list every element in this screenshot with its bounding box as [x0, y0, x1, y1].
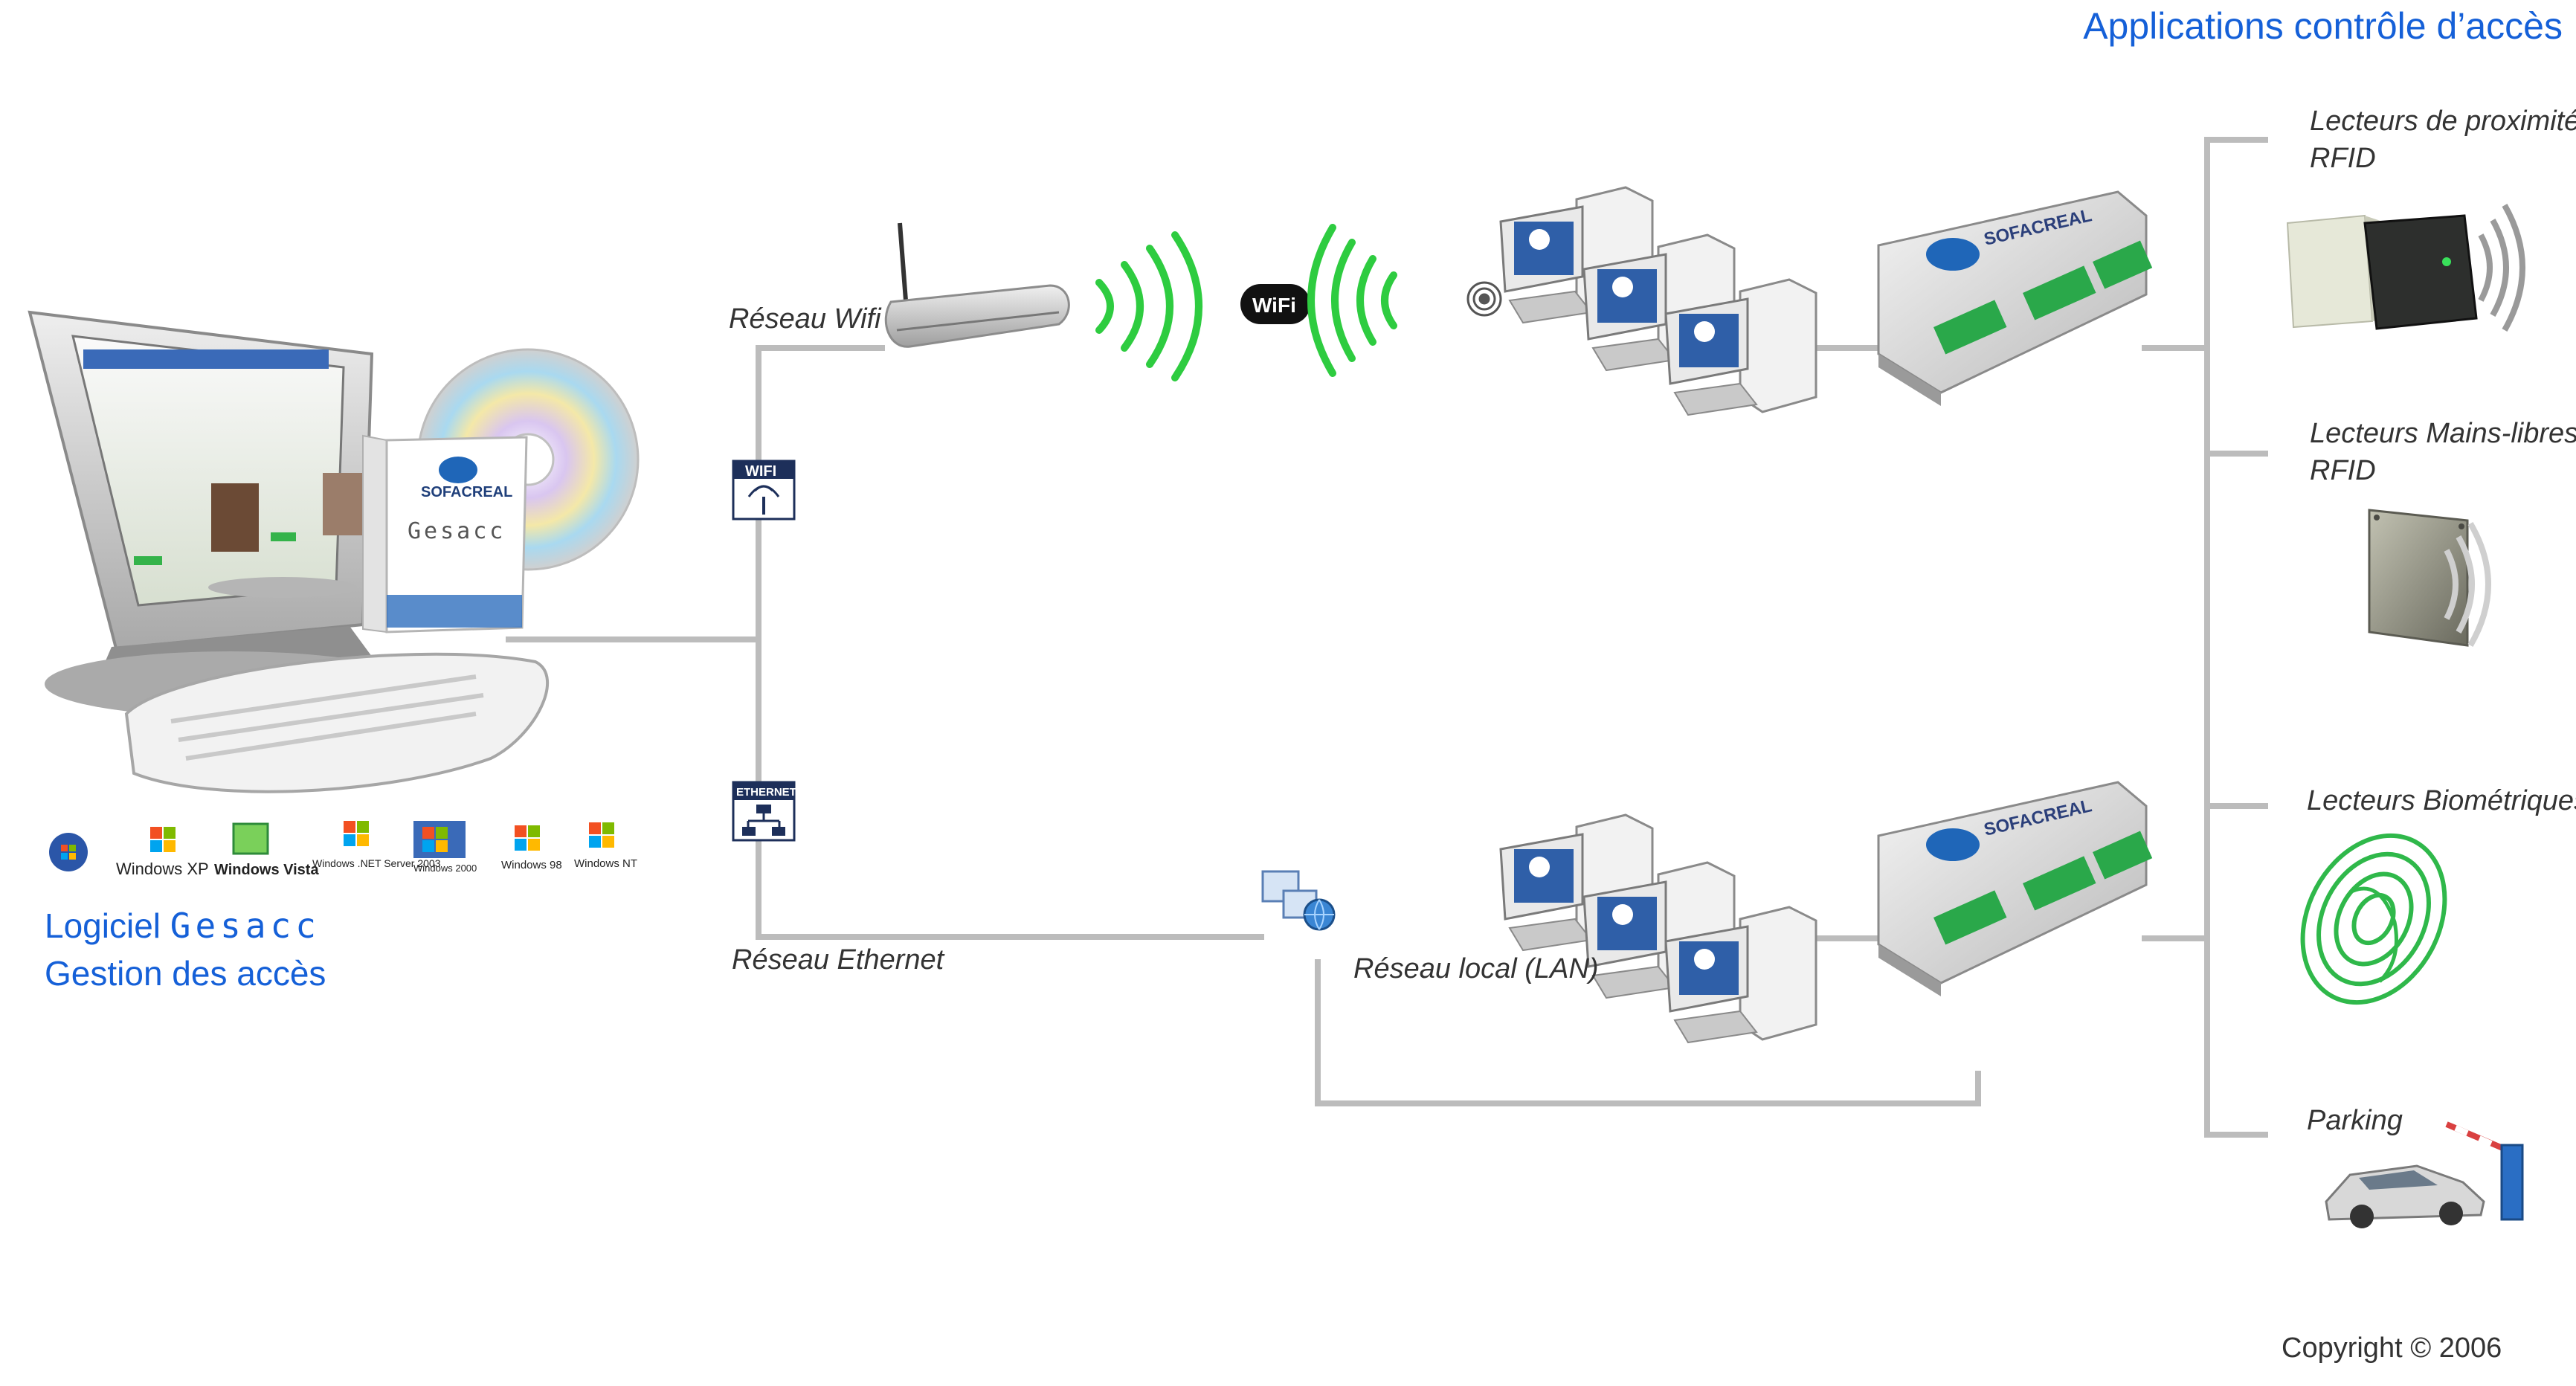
wifi-logo-icon: WiFi [1240, 284, 1310, 324]
svg-text:SOFACREAL: SOFACREAL [421, 484, 512, 500]
line-applications-bus [2204, 137, 2231, 1138]
windows-vista-orb-icon [49, 833, 88, 871]
svg-text:ETHERNET: ETHERNET [736, 786, 796, 799]
signal-waves-right-icon [1095, 231, 1202, 381]
svg-text:Windows XP: Windows XP [116, 860, 209, 878]
software-subtitle: Gestion des accès [45, 954, 326, 993]
photo-left-icon [211, 483, 259, 552]
os-logos: Windows XP Windows Vista Windows .NET Se… [49, 821, 637, 878]
application-1-sublabel: RFID [2310, 143, 2376, 174]
parking-barrier-icon [2325, 1121, 2524, 1228]
line-wifi-branch [756, 345, 1264, 940]
wifi-router-icon [884, 222, 1070, 348]
windows-vista-logo-icon: Windows Vista [214, 822, 319, 878]
wifi-badge-icon: WIFI [732, 460, 796, 520]
windows-net-server-logo-icon: Windows .NET Server 2003 [312, 821, 441, 869]
photo-right-icon [323, 473, 367, 535]
svg-text:Windows NT: Windows NT [574, 857, 637, 870]
line-lan-loop [1315, 959, 1981, 1106]
fingerprint-icon [2300, 833, 2447, 1005]
software-box-icon: SOFACREAL Gesacc [362, 434, 528, 634]
controller-logo-icon [1926, 828, 1980, 861]
svg-text:Windows Vista: Windows Vista [214, 862, 319, 878]
lan-network-label: Réseau local (LAN) [1353, 953, 1599, 984]
ethernet-network-label: Réseau Ethernet [732, 944, 944, 976]
controller-bottom-icon: SOFACREAL [1877, 781, 2153, 996]
svg-text:Windows .NET Server 2003: Windows .NET Server 2003 [312, 857, 441, 869]
terminal-6-icon [1664, 906, 1817, 1044]
application-4-label: Parking [2307, 1105, 2403, 1136]
svg-text:Gesacc: Gesacc [408, 518, 506, 544]
signal-waves-left-icon [1307, 224, 1397, 377]
windows-98-logo-icon: Windows 98 [501, 825, 562, 871]
svg-text:Windows 2000: Windows 2000 [413, 863, 477, 874]
proximity-reader-icon [2286, 204, 2525, 332]
controller-logo-icon [1926, 238, 1980, 271]
svg-text:WiFi: WiFi [1252, 294, 1296, 317]
windows-xp-logo-icon: Windows XP [116, 827, 209, 878]
application-2-sublabel: RFID [2310, 455, 2376, 486]
application-2-label: Lecteurs Mains-libres [2310, 418, 2576, 449]
computer-icon [28, 310, 550, 793]
svg-text:Windows 98: Windows 98 [501, 859, 562, 871]
software-name-prefix: Logiciel [45, 906, 161, 945]
ethernet-badge-icon: ETHERNET [732, 781, 796, 842]
wifi-network-label: Réseau Wifi [729, 303, 881, 335]
hands-free-reader-icon [2368, 509, 2491, 648]
software-brand: Gesacc [170, 906, 321, 946]
application-1-label: Lecteurs de proximité [2310, 106, 2576, 137]
application-3-label: Lecteurs Biométriques [2307, 785, 2576, 816]
windows-2000-logo-icon: Windows 2000 [413, 821, 477, 874]
copyright: Copyright © 2006 [2282, 1332, 2502, 1364]
windows-nt-logo-icon: Windows NT [574, 822, 637, 870]
sofacreal-logo-icon [439, 457, 477, 483]
wifi-terminals-icon [1499, 186, 1817, 416]
page-title: Applications contrôle d’accès [2083, 5, 2563, 47]
controller-top-icon: SOFACREAL [1877, 190, 2153, 406]
lan-terminals-icon [1499, 813, 1817, 1044]
terminal-3-icon [1664, 278, 1817, 416]
antenna-target-icon [1466, 281, 1502, 317]
software-name-line: Logiciel Gesacc [45, 906, 321, 946]
network-globe-icon [1261, 870, 1336, 931]
svg-text:WIFI: WIFI [745, 463, 776, 480]
